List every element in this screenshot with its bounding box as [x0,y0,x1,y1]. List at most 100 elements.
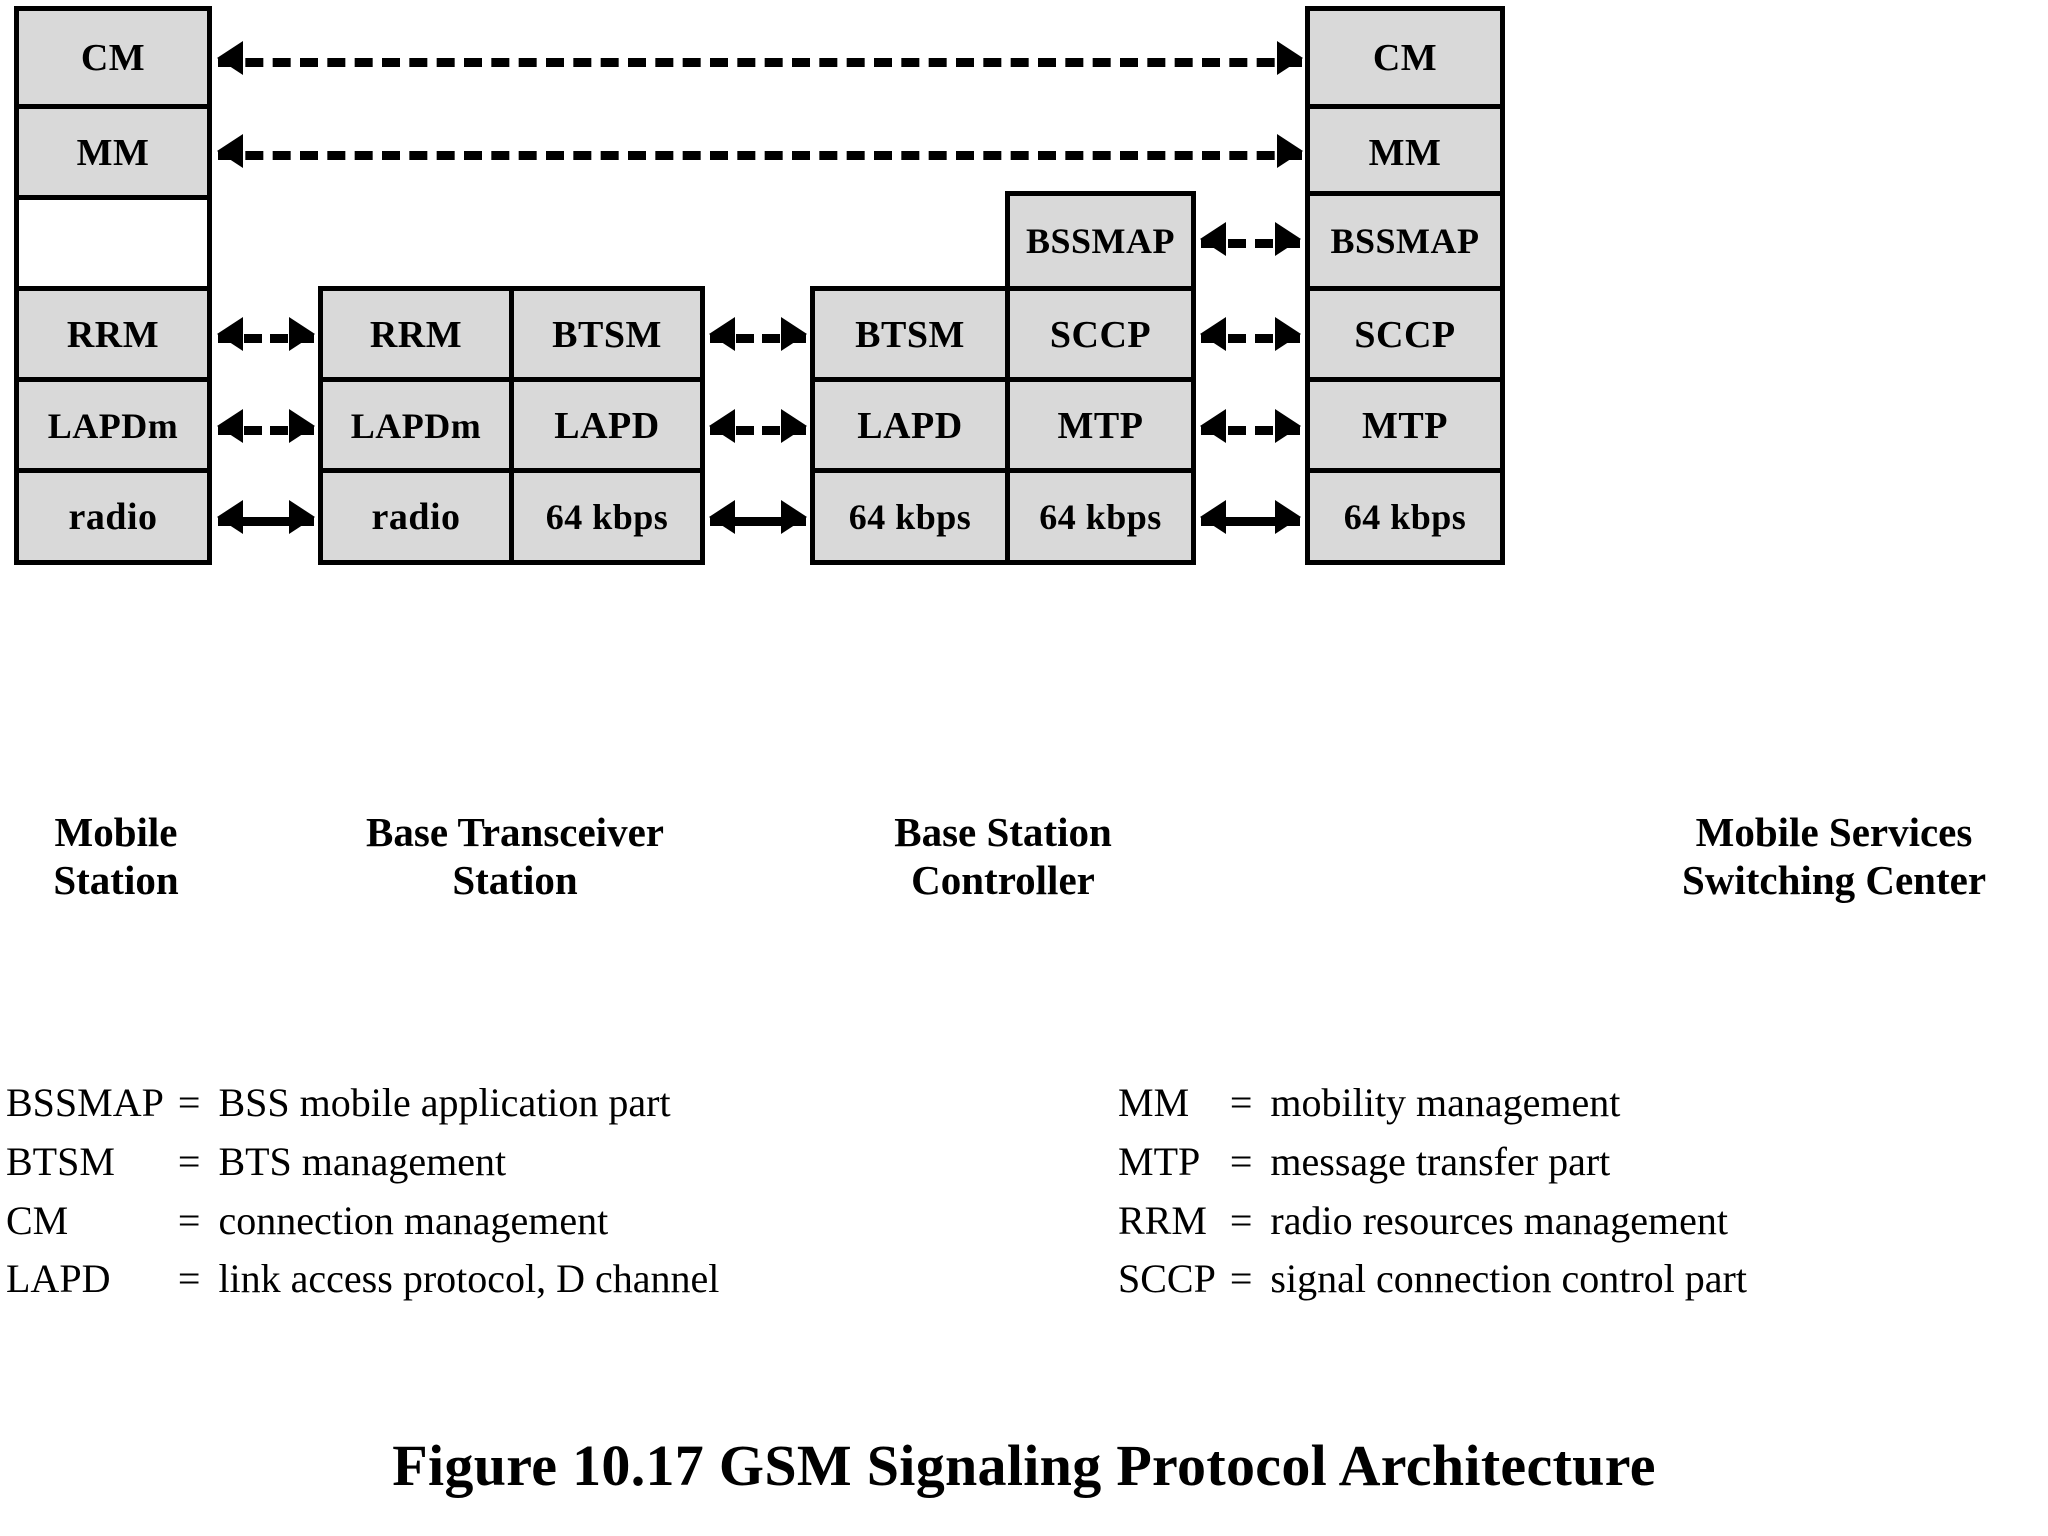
legend-meaning: link access protocol, D channel [218,1256,720,1302]
legend-equals: = [1229,1256,1253,1302]
bsc-layer-mtp: MTP [1005,377,1196,474]
bsc-layer-sccp: SCCP [1005,286,1196,383]
figure-caption: Figure 10.17 GSM Signaling Protocol Arch… [392,1433,1656,1498]
ms-layer-radio: radio [14,468,212,565]
arrowhead-right [1277,41,1303,75]
bsc-layer-64kbps-2: 64 kbps [1005,468,1196,565]
arrowhead-left [1200,222,1226,256]
abbreviation-table: MM = mobility management MTP = message t… [1118,1078,1747,1313]
legend-meaning: BTS management [218,1138,507,1184]
bts-layer-64kbps: 64 kbps [509,468,705,565]
arrowhead-right [289,500,315,534]
connection-line [1201,239,1300,248]
caption-line: Switching Center [1681,857,1987,904]
msc-layer-sccp: SCCP [1305,286,1505,383]
bsc-layer-btsm: BTSM [810,286,1010,383]
arrowhead-left [709,500,735,534]
connection-line [1201,334,1300,343]
bsc-layer-lapd: LAPD [810,377,1010,474]
caption-line: Mobile [54,809,178,855]
caption-line: Base Station [894,809,1112,855]
abbreviation-table: BSSMAP = BSS mobile application part BTS… [6,1078,719,1313]
legend-row: SCCP = signal connection control part [1118,1254,1747,1313]
arrowhead-left [1200,500,1226,534]
bsc-layer-bssmap: BSSMAP [1005,191,1196,291]
bts-layer-btsm: BTSM [509,286,705,383]
legend-abbr: LAPD [6,1256,111,1302]
connection-line [218,58,1302,67]
ms-layer-rrm: RRM [14,286,212,383]
caption-line: Station [53,857,179,904]
connection-line [1201,426,1300,435]
legend-equals: = [177,1256,201,1302]
msc-layer-mm: MM [1305,104,1505,201]
arrowhead-left [709,317,735,351]
bts-layer-lapd: LAPD [509,377,705,474]
arrowhead-right [1275,500,1301,534]
legend-abbr: BSSMAP [6,1080,164,1125]
legend-equals: = [1229,1080,1253,1125]
ms-layer-empty [14,195,212,292]
arrowhead-right [781,409,807,443]
arrowhead-right [1275,222,1301,256]
legend-meaning: BSS mobile application part [218,1080,671,1125]
entity-caption-mobile-services-switching-center: Mobile Services Switching Center [1620,808,2048,905]
entity-caption-base-transceiver-station: Base Transceiver Station [315,808,715,905]
abbreviation-legend-left: BSSMAP = BSS mobile application part BTS… [6,1078,719,1313]
legend-equals: = [177,1138,201,1184]
connection-line [218,334,314,343]
connection-line [218,151,1302,160]
legend-equals: = [1229,1138,1253,1184]
legend-abbr: MM [1118,1080,1190,1125]
msc-layer-cm: CM [1305,6,1505,110]
arrowhead-right [1275,409,1301,443]
arrowhead-right [781,317,807,351]
connection-line [218,517,314,526]
arrowhead-left [1200,409,1226,443]
legend-row: RRM = radio resources management [1118,1196,1747,1255]
connection-line [1201,517,1300,526]
legend-row: MM = mobility management [1118,1078,1747,1137]
ms-layer-lapdm: LAPDm [14,377,212,474]
legend-abbr: RRM [1118,1197,1207,1243]
legend-abbr: CM [6,1197,69,1243]
legend-abbr: SCCP [1118,1256,1216,1302]
ms-layer-cm: CM [14,6,212,110]
caption-line: Base Transceiver [366,809,664,855]
arrowhead-left [1200,317,1226,351]
arrowhead-right [289,409,315,443]
legend-row: BSSMAP = BSS mobile application part [6,1078,719,1137]
legend-row: MTP = message transfer part [1118,1137,1747,1196]
legend-meaning: mobility management [1270,1080,1621,1125]
caption-line: Station [452,857,578,904]
abbreviation-legend-right: MM = mobility management MTP = message t… [1118,1078,1747,1313]
arrowhead-right [1277,134,1303,168]
arrowhead-left [217,500,243,534]
legend-meaning: radio resources management [1270,1197,1728,1243]
legend-abbr: MTP [1118,1138,1201,1184]
msc-layer-mtp: MTP [1305,377,1505,474]
arrowhead-right [289,317,315,351]
legend-row: LAPD = link access protocol, D channel [6,1254,719,1313]
arrowhead-left [217,41,243,75]
arrowhead-left [217,317,243,351]
arrowhead-left [217,134,243,168]
arrowhead-left [217,409,243,443]
legend-row: CM = connection management [6,1196,719,1255]
legend-equals: = [177,1080,201,1125]
bts-layer-rrm: RRM [318,286,514,383]
entity-caption-mobile-station: Mobile Station [0,808,232,905]
legend-equals: = [1229,1197,1253,1243]
entity-caption-base-station-controller: Base Station Controller [808,808,1198,905]
arrowhead-left [709,409,735,443]
legend-meaning: message transfer part [1270,1138,1611,1184]
bts-layer-lapdm: LAPDm [318,377,514,474]
connection-line [710,426,806,435]
legend-meaning: connection management [218,1197,609,1243]
legend-meaning: signal connection control part [1270,1256,1747,1302]
bsc-layer-64kbps: 64 kbps [810,468,1010,565]
bts-layer-radio: radio [318,468,514,565]
msc-layer-bssmap: BSSMAP [1305,191,1505,291]
ms-layer-mm: MM [14,104,212,201]
